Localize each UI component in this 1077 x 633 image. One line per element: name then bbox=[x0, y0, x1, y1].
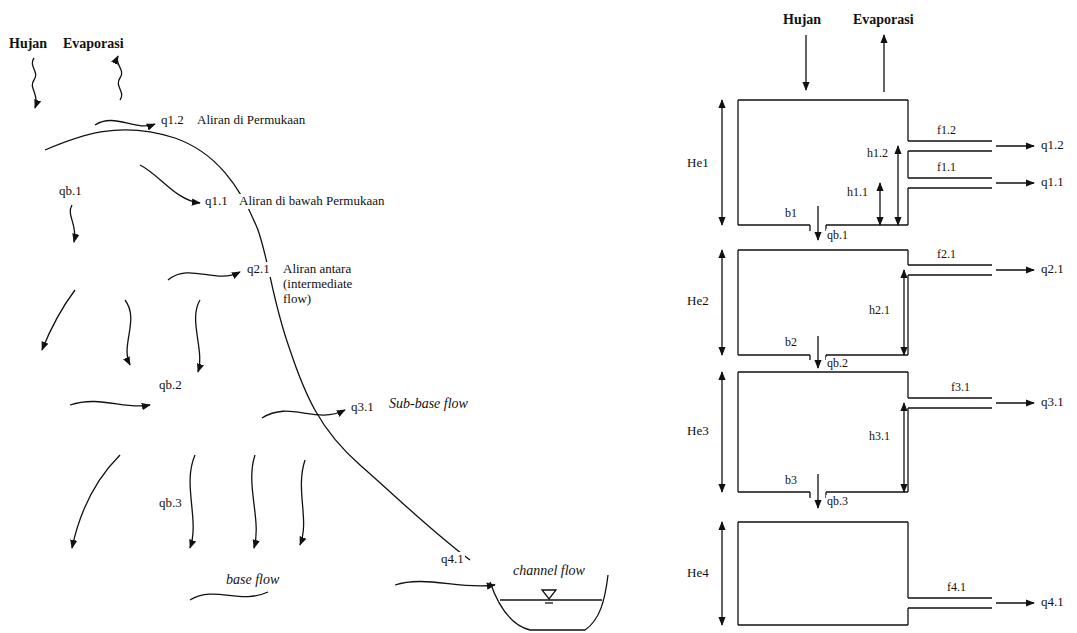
tank-height: He2 bbox=[686, 294, 710, 309]
flow-name: channel flow bbox=[512, 563, 586, 579]
flow-symbol: q4.1 bbox=[440, 552, 465, 567]
flow-symbol: q1.2 bbox=[160, 113, 185, 128]
outlet-coefficient: f2.1 bbox=[936, 248, 957, 262]
tank-model bbox=[722, 35, 1034, 625]
outlet-coefficient: f4.1 bbox=[946, 581, 967, 595]
outlet-height: h1.1 bbox=[846, 186, 869, 200]
outlet-coefficient: f1.2 bbox=[936, 124, 957, 138]
flow-symbol: q2.1 bbox=[246, 262, 271, 277]
flow-name: Sub-base flow bbox=[388, 396, 469, 412]
percolation-coefficient: b1 bbox=[784, 207, 798, 221]
tank-height: He1 bbox=[686, 156, 710, 171]
flow-symbol: qb.1 bbox=[58, 184, 83, 199]
outlet-coefficient: f1.1 bbox=[936, 161, 957, 175]
rain-label: Hujan bbox=[782, 12, 822, 28]
hillside-sketch bbox=[32, 56, 608, 630]
outlet-coefficient: f3.1 bbox=[950, 381, 971, 395]
evaporation-label: Evaporasi bbox=[62, 36, 125, 52]
percolation-flow: qb.3 bbox=[826, 495, 849, 509]
flow-symbol: qb.2 bbox=[158, 378, 183, 393]
outlet-flow: q4.1 bbox=[1040, 595, 1065, 610]
outlet-flow: q1.1 bbox=[1040, 175, 1065, 190]
percolation-coefficient: b3 bbox=[784, 474, 798, 488]
outlet-height: h3.1 bbox=[868, 430, 891, 444]
percolation-flow: qb.1 bbox=[826, 229, 849, 243]
flow-symbol: qb.3 bbox=[158, 496, 183, 511]
flow-name: Aliran antara (intermediate flow) bbox=[282, 262, 380, 307]
flow-symbol: q1.1 bbox=[204, 194, 229, 209]
flow-name: Aliran di bawah Permukaan bbox=[238, 194, 385, 209]
percolation-coefficient: b2 bbox=[784, 336, 798, 350]
outlet-height: h1.2 bbox=[866, 147, 889, 161]
flow-name: Aliran di Permukaan bbox=[196, 113, 306, 128]
rain-label: Hujan bbox=[8, 36, 48, 52]
flow-symbol: q3.1 bbox=[350, 400, 375, 415]
outlet-flow: q2.1 bbox=[1040, 262, 1065, 277]
tank-height: He4 bbox=[686, 566, 710, 581]
outlet-flow: q1.2 bbox=[1040, 138, 1065, 153]
tank-height: He3 bbox=[686, 424, 710, 439]
percolation-flow: qb.2 bbox=[826, 357, 849, 371]
outlet-height: h2.1 bbox=[868, 304, 891, 318]
flow-name: base flow bbox=[225, 572, 280, 588]
outlet-flow: q3.1 bbox=[1040, 395, 1065, 410]
evaporation-label: Evaporasi bbox=[852, 12, 915, 28]
